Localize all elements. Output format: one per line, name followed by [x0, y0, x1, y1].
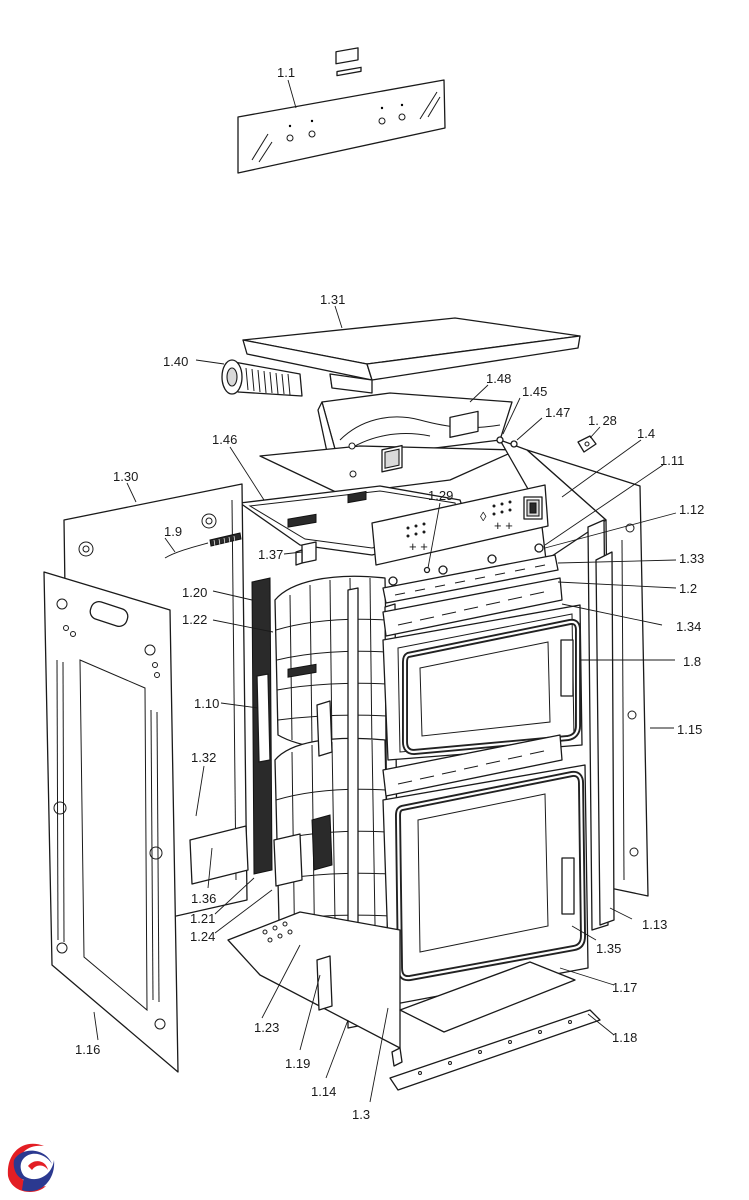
label-1-15: 1.15	[677, 722, 702, 737]
door-spring	[164, 532, 242, 559]
left-side-panel	[43, 571, 179, 1073]
label-1-2: 1.2	[679, 581, 697, 596]
label-1-19: 1.19	[285, 1056, 310, 1071]
label-1-35: 1.35	[596, 941, 621, 956]
top-cover	[242, 317, 581, 394]
brand-swirl-logo	[4, 1142, 56, 1194]
label-1-3: 1.3	[352, 1107, 370, 1122]
control-glass-panel	[237, 47, 446, 174]
label-1-36: 1.36	[191, 891, 216, 906]
label-1-22: 1.22	[182, 612, 207, 627]
svg-text:+ +: + +	[409, 539, 428, 554]
label-1-34: 1.34	[676, 619, 701, 634]
control-panel-housing: + + + + ◊	[371, 410, 607, 566]
label-1-1: 1.1	[277, 65, 295, 80]
small-bracket	[295, 541, 317, 566]
label-1-23: 1.23	[254, 1020, 279, 1035]
part-number-labels: 1.1 1.31 1.40 1.48 1.45 1.47 1. 28 1.46 …	[75, 65, 704, 1122]
label-1-32: 1.32	[191, 750, 216, 765]
label-1-20: 1.20	[182, 585, 207, 600]
label-1-28: 1. 28	[588, 413, 617, 428]
label-1-13: 1.13	[642, 917, 667, 932]
label-1-31: 1.31	[320, 292, 345, 307]
label-1-18: 1.18	[612, 1030, 637, 1045]
label-1-14: 1.14	[311, 1084, 336, 1099]
label-1-12: 1.12	[679, 502, 704, 517]
label-1-40: 1.40	[163, 354, 188, 369]
label-1-46: 1.46	[212, 432, 237, 447]
air-duct	[259, 392, 518, 495]
label-1-33: 1.33	[679, 551, 704, 566]
mounting-clip	[577, 435, 597, 453]
label-1-48: 1.48	[486, 371, 511, 386]
oven-cabinet	[189, 490, 615, 1067]
svg-text:◊: ◊	[480, 509, 487, 524]
label-1-45: 1.45	[522, 384, 547, 399]
label-1-8: 1.8	[683, 654, 701, 669]
label-1-29: 1.29	[428, 488, 453, 503]
label-1-17: 1.17	[612, 980, 637, 995]
label-1-37: 1.37	[258, 547, 283, 562]
label-1-16: 1.16	[75, 1042, 100, 1057]
label-1-11: 1.11	[660, 453, 684, 468]
label-1-4: 1.4	[637, 426, 655, 441]
label-1-24: 1.24	[190, 929, 215, 944]
label-1-9: 1.9	[164, 524, 182, 539]
label-1-21: 1.21	[190, 911, 215, 926]
leader-lines	[93, 79, 677, 1103]
label-1-10: 1.10	[194, 696, 219, 711]
fixing-bolts	[388, 543, 544, 586]
svg-text:+ +: + +	[494, 518, 513, 533]
label-1-30: 1.30	[113, 469, 138, 484]
label-1-47: 1.47	[545, 405, 570, 420]
cooling-fan	[221, 359, 303, 397]
bottom-rails	[389, 961, 601, 1091]
screws	[496, 436, 518, 448]
